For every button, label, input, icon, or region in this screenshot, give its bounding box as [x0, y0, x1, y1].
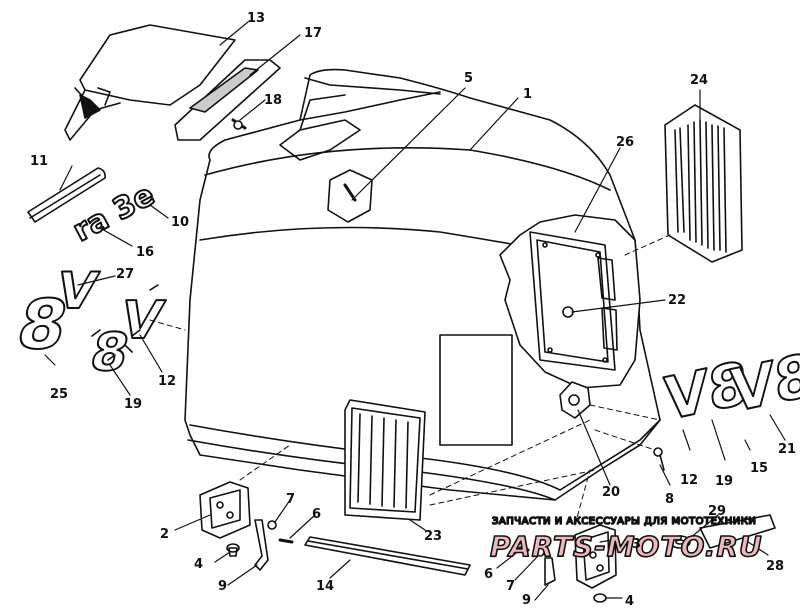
trim-strip	[27, 167, 106, 223]
latch-2	[199, 481, 251, 539]
callout-29: 29	[708, 504, 726, 519]
side-grille-24	[664, 104, 743, 263]
badge-v-left: V	[115, 291, 168, 351]
callout-11: 11	[30, 154, 48, 169]
screw-18	[231, 118, 247, 130]
callout-12-right: 12	[680, 473, 698, 488]
callout-14: 14	[316, 579, 334, 594]
callout-12-left: 12	[158, 374, 176, 389]
callout-24: 24	[690, 73, 708, 88]
callout-21: 21	[778, 442, 796, 457]
watermark-tagline: ЗАПЧАСТИ И АКСЕССУАРЫ ДЛЯ МОТОТЕХНИКИ	[492, 516, 756, 527]
callout-9-left: 9	[218, 579, 227, 594]
callout-25: 25	[50, 387, 68, 402]
callout-4-right: 4	[625, 594, 634, 609]
callout-7-right: 7	[506, 579, 515, 594]
intake-cover	[64, 24, 236, 141]
callout-9-right: 9	[522, 593, 531, 608]
callout-6-right: 6	[484, 567, 493, 582]
badge-pins-left	[91, 284, 159, 361]
callout-2: 2	[160, 527, 169, 542]
lower-grille-23	[344, 399, 426, 521]
decal-v-large: V	[51, 262, 102, 320]
callout-13: 13	[247, 11, 265, 26]
grille-strip	[174, 59, 281, 141]
callout-5: 5	[464, 71, 473, 86]
callout-18: 18	[264, 93, 282, 108]
callout-1: 1	[523, 87, 532, 102]
leader-lines	[44, 21, 786, 601]
watermark-logo: PARTS-MOTO.RU	[490, 530, 763, 563]
callout-19-right: 19	[715, 474, 733, 489]
assembly-lines	[149, 234, 671, 526]
callout-numbers: 1 5 13 17 18 11 10 16 27 25 19 12 26 24 …	[30, 11, 796, 609]
callout-27: 27	[116, 267, 134, 282]
callout-17: 17	[304, 26, 322, 41]
callout-22: 22	[668, 293, 686, 308]
callout-26: 26	[616, 135, 634, 150]
callout-16: 16	[136, 245, 154, 260]
callout-6-left: 6	[312, 507, 321, 522]
callout-28: 28	[766, 559, 784, 574]
callout-15: 15	[750, 461, 768, 476]
callout-10: 10	[171, 215, 189, 230]
callout-8: 8	[665, 492, 674, 507]
fasteners	[226, 381, 776, 603]
callout-7-left: 7	[286, 492, 295, 507]
hex-plug	[327, 169, 373, 223]
callout-3: 3	[632, 537, 641, 552]
seal-strip-14	[304, 536, 471, 576]
callout-4-left: 4	[194, 557, 203, 572]
side-vent-plate	[529, 231, 618, 371]
callout-23: 23	[424, 529, 442, 544]
callout-20: 20	[602, 485, 620, 500]
callout-19-left: 19	[124, 397, 142, 412]
